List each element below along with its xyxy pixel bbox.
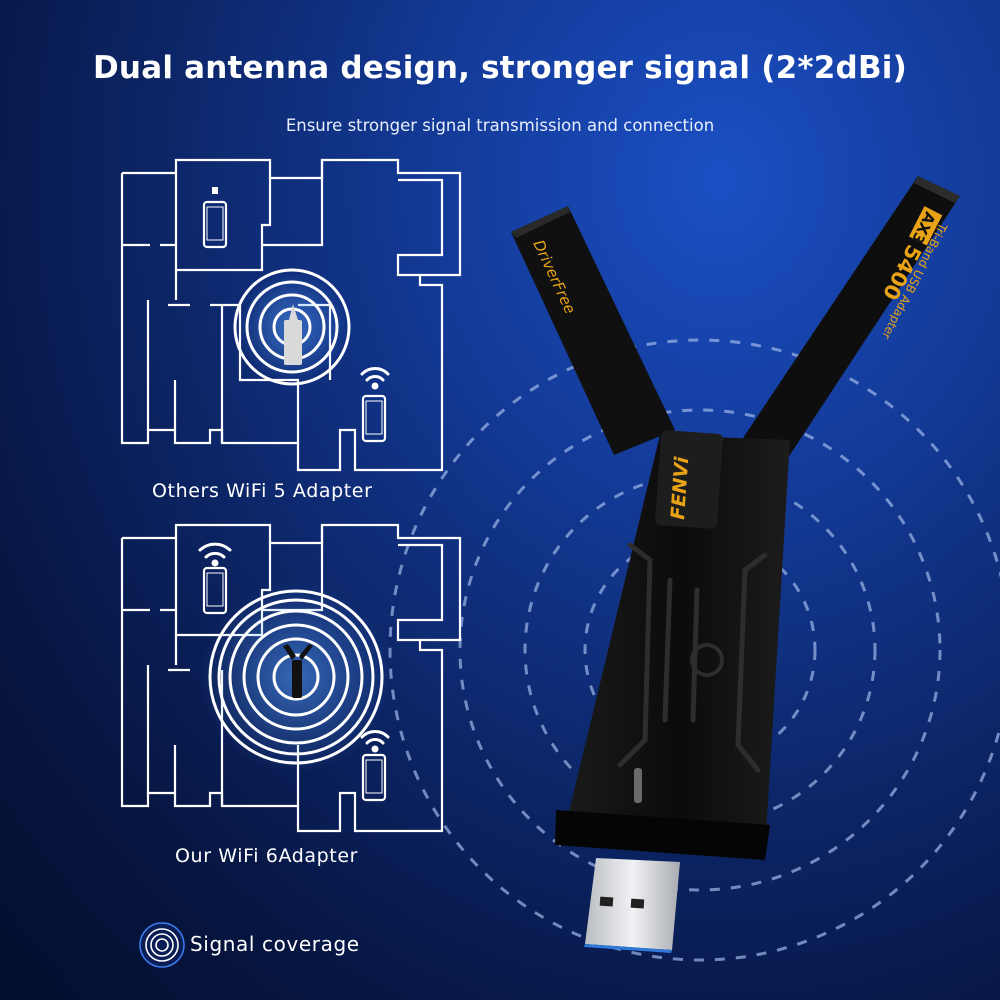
wifi6-coverage-rings [208, 589, 384, 765]
right-antenna [735, 176, 960, 470]
wifi-icon [360, 367, 390, 390]
phone-icon [361, 394, 387, 443]
legend-label: Signal coverage [190, 932, 360, 956]
floorplan-wifi5 [120, 158, 462, 472]
wifi6-adapter-icon [283, 644, 313, 698]
wifi5-adapter-icon [284, 304, 302, 365]
left-antenna-text: DriverFree [529, 237, 579, 317]
headline: Dual antenna design, stronger signal (2*… [93, 50, 907, 86]
signal-rings-icon [139, 922, 185, 968]
left-antenna [511, 206, 675, 455]
subheadline: Ensure stronger signal transmission and … [285, 116, 715, 135]
usb-connector [584, 858, 680, 953]
wifi6-caption: Our WiFi 6Adapter [175, 845, 359, 867]
brand-logo-text: FENVi [667, 456, 693, 521]
floorplan-wifi6 [120, 523, 462, 833]
wifi5-caption: Others WiFi 5 Adapter [152, 480, 373, 502]
wifi-icon [198, 542, 232, 567]
phone-icon [361, 753, 387, 802]
model-badge-background [909, 206, 943, 246]
adapter-body [555, 430, 790, 860]
phone-icon [202, 566, 228, 615]
phone-icon [202, 187, 228, 249]
wifi-icon [360, 730, 390, 753]
